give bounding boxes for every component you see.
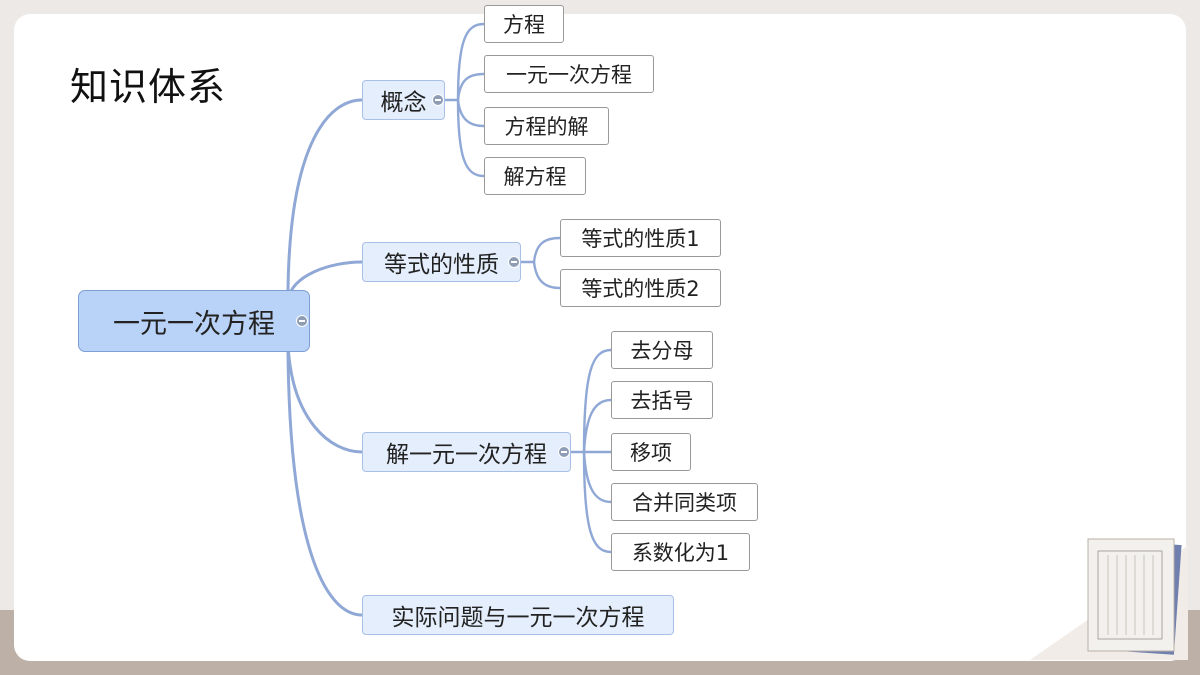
leaf-node[interactable]: 移项 xyxy=(611,433,691,471)
branch-node-dengshi[interactable]: 等式的性质 xyxy=(362,242,521,282)
leaf-node[interactable]: 合并同类项 xyxy=(611,483,758,521)
notebook-decoration-icon xyxy=(1030,538,1188,660)
connector-root-gainian xyxy=(286,98,364,292)
leaf-node[interactable]: 系数化为1 xyxy=(611,533,750,571)
page-title: 知识体系 xyxy=(70,65,227,109)
connector-root-shiji xyxy=(286,350,364,617)
collapse-icon[interactable] xyxy=(296,315,308,327)
leaf-node[interactable]: 方程 xyxy=(484,5,564,43)
collapse-icon[interactable] xyxy=(508,256,520,268)
collapse-icon[interactable] xyxy=(558,446,570,458)
leaf-node[interactable]: 等式的性质1 xyxy=(560,219,721,257)
leaf-node[interactable]: 去括号 xyxy=(611,381,713,419)
branch-node-gainian[interactable]: 概念 xyxy=(362,80,445,120)
leaf-node[interactable]: 方程的解 xyxy=(484,107,609,145)
leaf-node[interactable]: 一元一次方程 xyxy=(484,55,654,93)
leaf-node[interactable]: 等式的性质2 xyxy=(560,269,721,307)
leaf-node[interactable]: 去分母 xyxy=(611,331,713,369)
collapse-icon[interactable] xyxy=(432,94,444,106)
branch-node-jie[interactable]: 解一元一次方程 xyxy=(362,432,571,472)
mindmap-root-node[interactable]: 一元一次方程 xyxy=(78,290,310,352)
connector-root-jie xyxy=(286,343,364,454)
leaf-node[interactable]: 解方程 xyxy=(484,157,586,195)
branch-node-shiji[interactable]: 实际问题与一元一次方程 xyxy=(362,595,674,635)
